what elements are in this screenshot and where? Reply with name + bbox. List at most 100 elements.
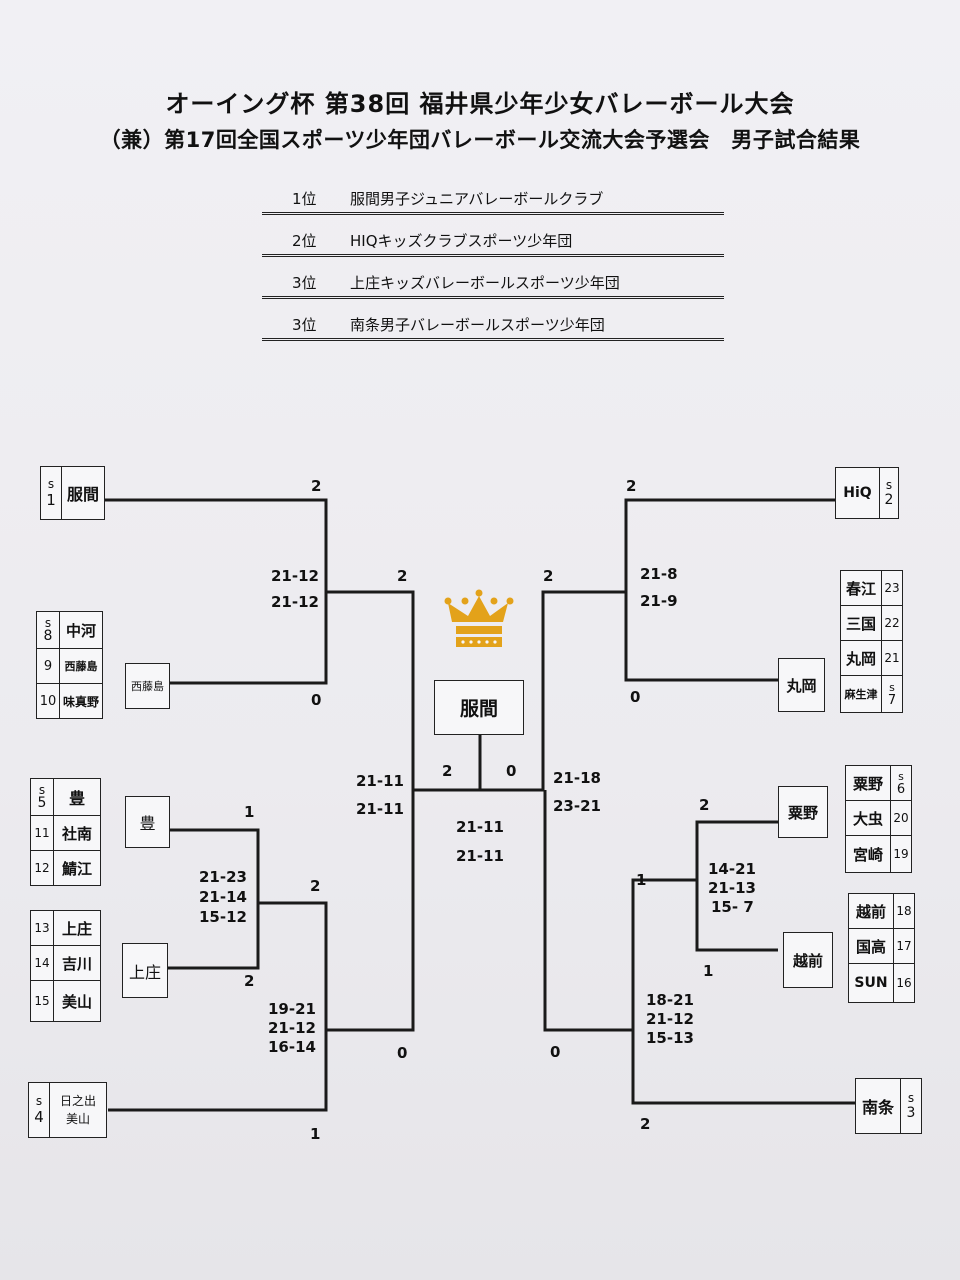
tournament-title: オーイング杯 第38回 福井県少年少女バレーボール大会 bbox=[165, 90, 795, 118]
seed-label: s bbox=[885, 478, 893, 492]
seed-label: s bbox=[44, 616, 52, 630]
seed-cell: 18 bbox=[893, 893, 915, 929]
tournament-subtitle: （兼）第17回全国スポーツ少年団バレーボール交流大会予選会 男子試合結果 bbox=[99, 128, 861, 152]
set-score: 21-12 bbox=[268, 1019, 316, 1037]
seed-number: 7 bbox=[887, 693, 897, 708]
team-cell: 麻生津 bbox=[840, 675, 882, 713]
bracket-line bbox=[105, 498, 328, 685]
seed-cell: 11 bbox=[30, 815, 54, 851]
bracket-line bbox=[480, 590, 626, 792]
team-cell: 上庄 bbox=[53, 910, 101, 946]
match-score: 0 bbox=[550, 1043, 561, 1061]
team-cell: 鯖江 bbox=[53, 850, 101, 886]
match-score: 2 bbox=[311, 477, 322, 495]
team-cell: 粟野 bbox=[845, 765, 891, 801]
bracket-line bbox=[624, 498, 835, 682]
ranking-position: 1位 bbox=[292, 190, 317, 208]
bracket-line bbox=[695, 820, 778, 952]
final-score-right: 0 bbox=[506, 762, 517, 780]
ranking-team: 上庄キッズバレーボールスポーツ少年団 bbox=[350, 274, 620, 292]
ranking-row: 2位 HIQキッズクラブスポーツ少年団 bbox=[262, 228, 724, 257]
bracket-team-box: 越前 bbox=[783, 932, 833, 988]
ranking-row: 1位 服間男子ジュニアバレーボールクラブ bbox=[262, 186, 724, 215]
ranking-position: 3位 bbox=[292, 316, 317, 334]
seed-number: 8 bbox=[43, 628, 53, 644]
set-score: 15-12 bbox=[199, 908, 247, 926]
set-score: 21-18 bbox=[553, 769, 601, 787]
seed-number: 4 bbox=[34, 1108, 44, 1126]
seed-cell: 12 bbox=[30, 850, 54, 886]
seed-cell: 19 bbox=[890, 835, 912, 873]
team-cell: 豊 bbox=[53, 778, 101, 816]
team-cell: 国高 bbox=[848, 928, 894, 964]
team-cell: 春江 bbox=[840, 570, 882, 606]
bracket-team-box: 丸岡 bbox=[778, 658, 825, 712]
seed-cell: 17 bbox=[893, 928, 915, 964]
seed-label: s bbox=[907, 1091, 915, 1105]
ranking-row: 3位 上庄キッズバレーボールスポーツ少年団 bbox=[262, 270, 724, 299]
seed-cell: 21 bbox=[881, 640, 903, 676]
set-score: 21-9 bbox=[640, 592, 678, 610]
seed-number: 2 bbox=[884, 492, 894, 508]
seed-cell: s 4 bbox=[28, 1082, 50, 1138]
team-cell: 服間 bbox=[61, 466, 105, 520]
team-cell: 中河 bbox=[59, 611, 103, 649]
set-score: 15-13 bbox=[646, 1029, 694, 1047]
final-score-left: 2 bbox=[442, 762, 453, 780]
bracket-team-box: 西藤島 bbox=[125, 663, 170, 709]
team-cell: 味真野 bbox=[59, 683, 103, 719]
champion-box: 服間 bbox=[434, 680, 524, 735]
ranking-position: 3位 bbox=[292, 274, 317, 292]
team-cell: 南条 bbox=[855, 1078, 901, 1134]
seed-number: 1 bbox=[46, 491, 56, 509]
set-score: 21-12 bbox=[271, 567, 319, 585]
team-cell: 三国 bbox=[840, 605, 882, 641]
set-score: 21-12 bbox=[646, 1010, 694, 1028]
ranking-team: 服間男子ジュニアバレーボールクラブ bbox=[350, 190, 604, 208]
seed-cell: s 3 bbox=[900, 1078, 922, 1134]
match-score: 2 bbox=[626, 477, 637, 495]
set-score: 23-21 bbox=[553, 797, 601, 815]
bracket-team-box: 上庄 bbox=[122, 943, 168, 998]
seed-cell: 20 bbox=[890, 800, 912, 836]
bracket-team-box: 豊 bbox=[125, 796, 170, 848]
bracket-line bbox=[326, 790, 415, 1032]
set-score: 21-8 bbox=[640, 565, 678, 583]
set-score: 21-11 bbox=[356, 772, 404, 790]
seed-cell: 22 bbox=[881, 605, 903, 641]
match-score: 2 bbox=[699, 796, 710, 814]
team-cell: 宮崎 bbox=[845, 835, 891, 873]
match-score: 0 bbox=[311, 691, 322, 709]
team-cell: 美山 bbox=[53, 980, 101, 1022]
seed-cell: s 8 bbox=[36, 611, 60, 649]
team-cell: 大虫 bbox=[845, 800, 891, 836]
match-score: 2 bbox=[543, 567, 554, 585]
match-score: 1 bbox=[636, 871, 647, 889]
set-score: 14-21 bbox=[708, 860, 756, 878]
bracket-line bbox=[168, 828, 260, 970]
seed-cell: 23 bbox=[881, 570, 903, 606]
ranking-team: HIQキッズクラブスポーツ少年団 bbox=[350, 232, 573, 250]
bracket-line bbox=[543, 790, 633, 1032]
seed-number: 3 bbox=[906, 1105, 916, 1121]
set-score: 21-12 bbox=[271, 593, 319, 611]
team-cell: 西藤島 bbox=[59, 648, 103, 684]
seed-cell: s 1 bbox=[40, 466, 62, 520]
seed-cell: s 2 bbox=[879, 467, 899, 519]
match-score: 1 bbox=[310, 1125, 321, 1143]
match-score: 0 bbox=[397, 1044, 408, 1062]
set-score: 18-21 bbox=[646, 991, 694, 1009]
seed-label: s bbox=[889, 681, 895, 694]
seed-label: s bbox=[38, 783, 46, 797]
team-cell: 越前 bbox=[848, 893, 894, 929]
set-score: 19-21 bbox=[268, 1000, 316, 1018]
seed-cell: s 7 bbox=[881, 675, 903, 713]
match-score: 2 bbox=[310, 877, 321, 895]
seed-cell: 13 bbox=[30, 910, 54, 946]
team-cell: 吉川 bbox=[53, 945, 101, 981]
seed-cell: s 6 bbox=[890, 765, 912, 801]
seed-cell: 16 bbox=[893, 963, 915, 1003]
team-cell: 日之出 美山 bbox=[49, 1082, 107, 1138]
final-set-score: 21-11 bbox=[456, 847, 504, 865]
